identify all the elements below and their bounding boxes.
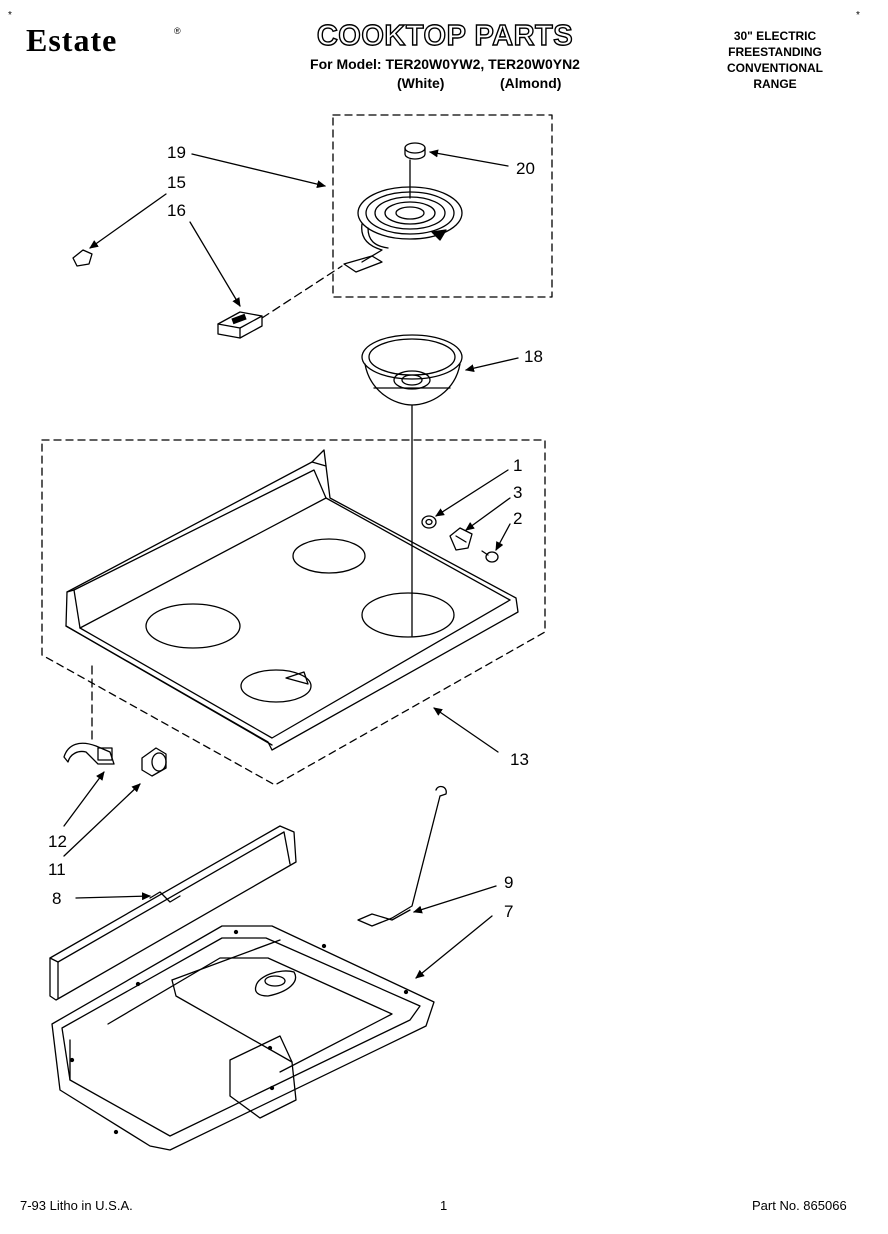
corner-mark-left: * — [8, 10, 12, 21]
part-15-clip — [72, 249, 93, 267]
leader-16 — [189, 221, 241, 307]
callout-18: 18 — [524, 347, 543, 366]
callout-12: 12 — [48, 832, 67, 851]
leader-2 — [495, 523, 511, 551]
callout-16: 16 — [167, 201, 186, 220]
variant-white: (White) — [397, 75, 445, 91]
leader-12 — [63, 771, 105, 827]
callout-19: 19 — [167, 143, 186, 162]
callout-7: 7 — [504, 902, 514, 921]
part-12-wire-connector — [63, 742, 115, 765]
part-1-nut — [421, 515, 437, 529]
model-line: For Model: TER20W0YW2, TER20W0YN2 — [310, 56, 580, 72]
part-11-bushing — [141, 747, 167, 777]
leader-11 — [63, 783, 141, 857]
leader-1 — [435, 469, 509, 517]
brand-registered-mark: ® — [174, 26, 181, 36]
part-7-burner-box — [51, 925, 435, 1151]
leader-8 — [75, 892, 151, 901]
leader-20 — [429, 149, 509, 167]
callout-15: 15 — [167, 173, 186, 192]
footer-part-number: Part No. 865066 — [752, 1198, 847, 1213]
part-2-screw — [481, 550, 499, 563]
part-18-drip-bowl — [361, 334, 463, 406]
part-16-terminal-block — [217, 311, 263, 339]
corner-mark-right: * — [856, 10, 860, 21]
leader-7 — [415, 915, 493, 979]
callout-3: 3 — [513, 483, 523, 502]
part-9-rod — [357, 785, 447, 927]
brand-logo: Estate — [26, 22, 118, 58]
part-20-cap — [404, 142, 426, 160]
leader-18 — [465, 357, 519, 373]
footer-page-number: 1 — [440, 1198, 448, 1213]
footer-print-info: 7-93 Litho in U.S.A. — [20, 1198, 133, 1213]
range-line-3: CONVENTIONAL — [727, 61, 823, 75]
element-to-block-leader — [261, 265, 343, 319]
part-13-cooktop — [65, 449, 519, 751]
variant-almond: (Almond) — [500, 75, 562, 91]
callout-20: 20 — [516, 159, 535, 178]
part-19-surface-element — [343, 159, 463, 273]
callout-2: 2 — [513, 509, 523, 528]
leader-9 — [413, 885, 497, 914]
callout-8: 8 — [52, 889, 62, 908]
cooktop-group-box — [41, 439, 546, 786]
leader-15 — [89, 193, 167, 249]
range-line-4: RANGE — [753, 77, 797, 91]
callout-13: 13 — [510, 750, 529, 769]
element-group-box — [332, 114, 553, 298]
range-description: 30" ELECTRIC FREESTANDING CONVENTIONAL R… — [690, 28, 860, 92]
part-8-rear-strip — [49, 825, 297, 1001]
leader-3 — [465, 497, 511, 531]
range-line-2: FREESTANDING — [728, 45, 822, 59]
part-3-knob — [449, 527, 473, 551]
callout-11: 11 — [48, 860, 66, 879]
leader-19 — [191, 153, 326, 189]
callout-1: 1 — [513, 456, 523, 475]
leader-13 — [433, 707, 499, 753]
callout-9: 9 — [504, 873, 514, 892]
range-line-1: 30" ELECTRIC — [733, 29, 817, 43]
page-title: COOKTOP PARTS — [316, 19, 574, 52]
